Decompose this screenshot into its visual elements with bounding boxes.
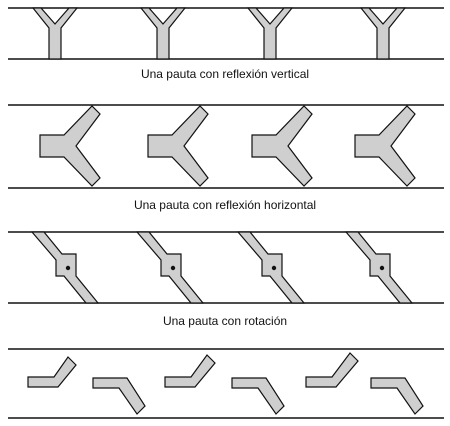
rotation-motif	[236, 231, 306, 304]
band-glide	[8, 348, 444, 419]
sideways-y-motif	[39, 105, 101, 187]
caption-rotation: Una pauta con rotación	[162, 314, 288, 328]
bent-bar-motif	[27, 356, 77, 388]
band-vertical-reflection	[8, 7, 444, 60]
y-motif	[31, 7, 79, 60]
pivot-dot	[170, 265, 176, 271]
bent-bar-motif	[164, 354, 216, 388]
sideways-y-motif	[251, 105, 313, 187]
rotation-motif	[135, 231, 205, 304]
rotation-motif	[344, 231, 414, 304]
pivot-dot	[271, 265, 277, 271]
rotation-motif	[30, 231, 100, 304]
caption-horizontal-reflection: Una pauta con reflexión horizontal	[133, 198, 317, 212]
y-motif	[246, 7, 294, 60]
y-motif	[139, 7, 187, 60]
bent-bar-motif	[231, 377, 285, 415]
bent-bar-motif	[370, 377, 424, 415]
caption-vertical-reflection: Una pauta con reflexión vertical	[140, 67, 310, 81]
y-motif	[359, 7, 407, 60]
pivot-dot	[65, 265, 71, 271]
sideways-y-motif	[354, 105, 416, 187]
band-horizontal-reflection	[8, 104, 444, 189]
bent-bar-motif	[305, 352, 359, 388]
sideways-y-motif	[147, 105, 209, 187]
band-rotation	[8, 231, 444, 304]
pivot-dot	[379, 265, 385, 271]
bent-bar-motif	[92, 377, 146, 415]
